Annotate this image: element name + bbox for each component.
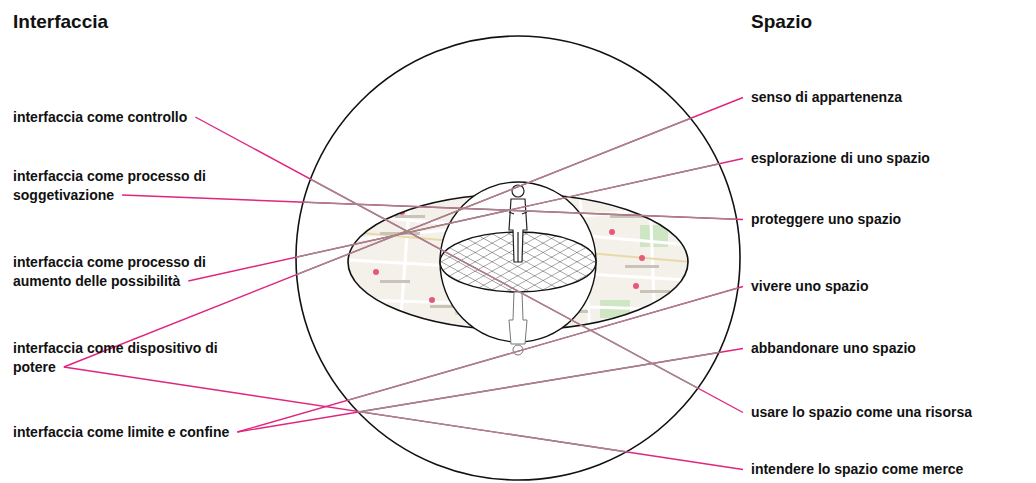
column-title: Spazio [751,10,812,34]
link-line [237,349,743,433]
space-item: usare lo spazio come una risorsa [751,403,972,422]
interface-item: interfaccia come processo di soggetivazi… [13,167,213,205]
link-line [122,195,743,220]
space-item: proteggere uno spazio [751,210,901,229]
interface-item: interfaccia come limite e confine [13,423,229,442]
interface-item: interfaccia come processo di aumento del… [13,253,213,291]
space-item: senso di appartenenza [751,88,902,107]
link-line [195,117,743,413]
reflected-figure [509,292,527,355]
link-line [237,287,743,433]
link-line [237,287,743,433]
link-line [64,98,743,368]
link-line [64,367,743,470]
link-line [64,98,743,368]
column-title: Interfaccia [13,10,108,34]
link-line [237,349,743,433]
link-line [195,117,743,413]
interface-item: interfaccia come dispositivo di potere [13,339,227,377]
space-item: esplorazione di uno spazio [751,149,930,168]
link-line [188,159,743,282]
outer-sphere [296,36,740,480]
interface-item: interfaccia come controllo [13,108,187,127]
person-figure [509,185,527,262]
space-item: abbandonare uno spazio [751,339,916,358]
link-line [122,195,743,220]
space-item: vivere uno spazio [751,277,868,296]
space-item: intendere lo spazio come merce [751,460,963,479]
link-line [64,367,743,470]
